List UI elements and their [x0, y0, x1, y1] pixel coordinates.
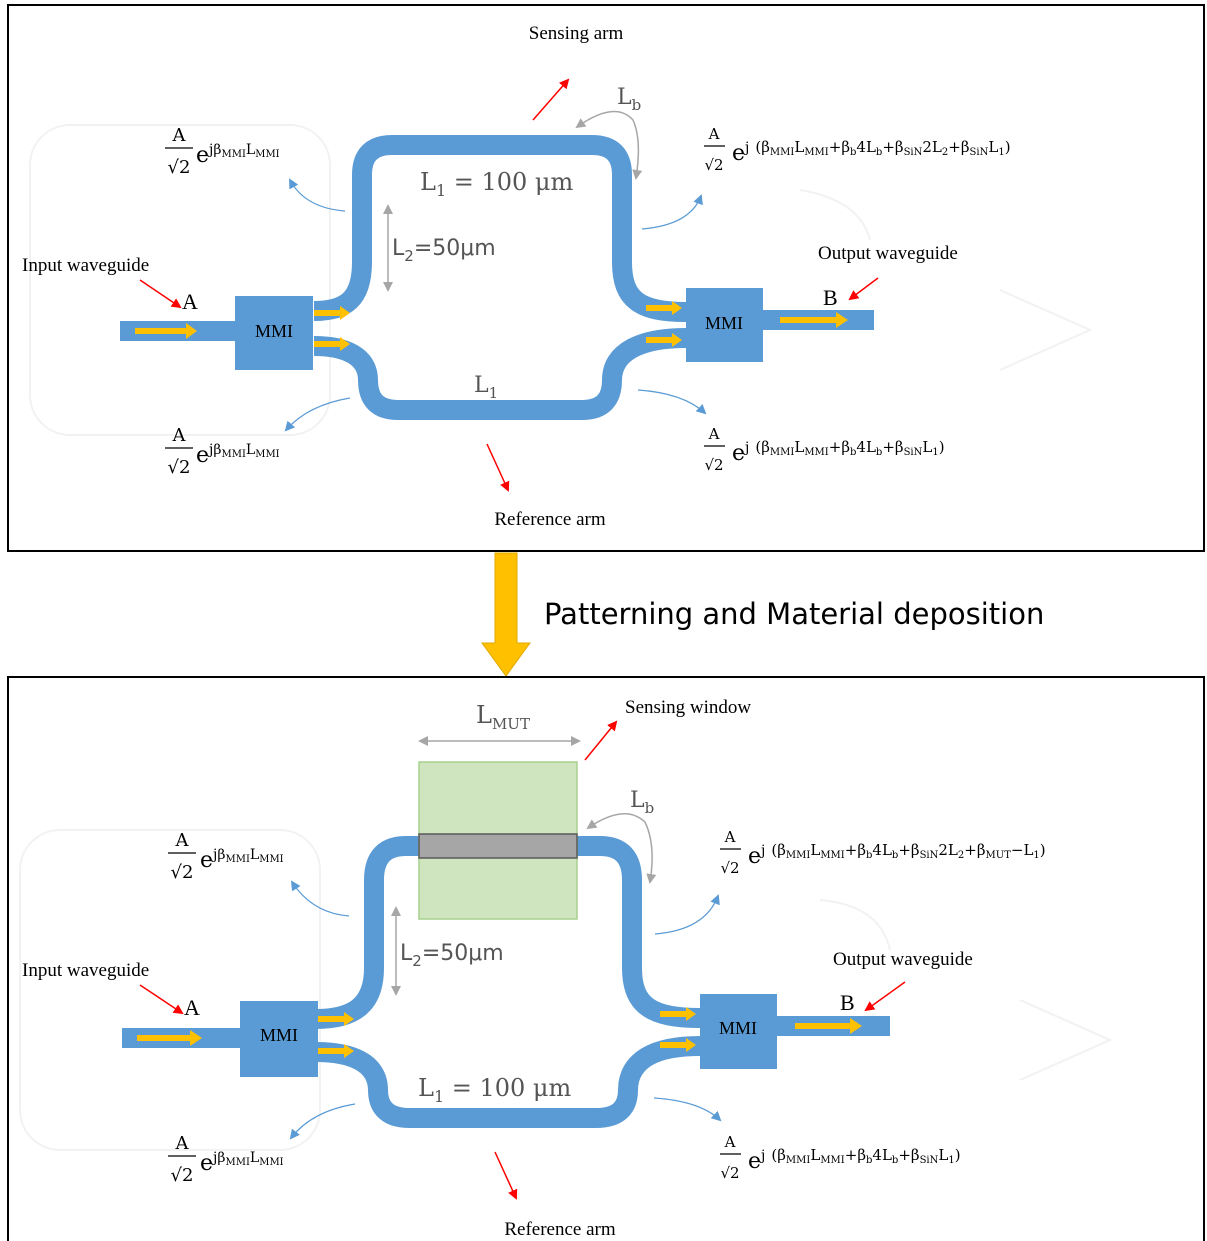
- top-panel-frame: [7, 4, 1205, 552]
- top-l1-reference-label: L1: [474, 373, 498, 402]
- mut-strip: [418, 833, 578, 859]
- svg-text:A: A: [708, 425, 720, 443]
- bottom-port-b: B: [840, 990, 855, 1015]
- bottom-reference-arm-path: [315, 1036, 701, 1128]
- process-label: Patterning and Material deposition: [544, 597, 1044, 631]
- svg-text:ej(βMMILMMI+βb4Lb+βSiNL1): ej(βMMILMMI+βb4Lb+βSiNL1): [732, 438, 945, 466]
- bottom-port-a: A: [184, 995, 200, 1020]
- svg-text:ejβMMILMMI: ejβMMILMMI: [196, 142, 280, 168]
- top-reference-arm-path: [313, 328, 687, 420]
- bottom-mmi-left: [240, 1001, 318, 1077]
- svg-text:A: A: [708, 125, 720, 143]
- bottom-dimension-arrows: [391, 736, 657, 996]
- svg-text:√2: √2: [704, 156, 723, 174]
- svg-text:ejβMMILMMI: ejβMMILMMI: [200, 1150, 284, 1176]
- svg-text:√2: √2: [720, 859, 739, 877]
- top-faint-background-shapes: [29, 124, 1093, 436]
- svg-text:√2: √2: [720, 1164, 739, 1182]
- bottom-faint-background-shapes: [19, 829, 1113, 1151]
- svg-text:√2: √2: [168, 457, 191, 478]
- bottom-formula-output-upper: A √2 ej(βMMILMMI+βb4Lb+βSiN2L2+βMUT−L1): [720, 828, 1046, 877]
- top-mmi-left-label: MMI: [255, 321, 293, 341]
- top-l2-length-label: L2=50μm: [392, 236, 496, 265]
- svg-text:A: A: [724, 1133, 736, 1151]
- svg-text:√2: √2: [171, 1165, 194, 1186]
- top-output-waveguide-label: Output waveguide: [818, 243, 958, 264]
- top-lb-label: Lb: [617, 85, 641, 114]
- svg-text:√2: √2: [168, 157, 191, 178]
- svg-text:√2: √2: [704, 456, 723, 474]
- top-port-b: B: [823, 285, 838, 310]
- top-red-arrows: [139, 78, 879, 492]
- svg-text:ejβMMILMMI: ejβMMILMMI: [200, 847, 284, 873]
- bottom-mmi-right: [700, 994, 777, 1069]
- bottom-lb-label: Lb: [630, 788, 654, 817]
- top-formula-input-lower: A √2 ejβMMILMMI: [165, 425, 280, 478]
- svg-text:ejβMMILMMI: ejβMMILMMI: [196, 442, 280, 468]
- svg-text:A: A: [175, 830, 190, 851]
- lmut-label: LMUT: [476, 701, 530, 733]
- svg-text:ej(βMMILMMI+βb4Lb+βSiN2L2+βMUT: ej(βMMILMMI+βb4Lb+βSiN2L2+βMUT−L1): [748, 841, 1046, 869]
- top-input-waveguide-label: Input waveguide: [22, 255, 149, 276]
- svg-text:ej(βMMILMMI+βb4Lb+βSiN2L2+βSiN: ej(βMMILMMI+βb4Lb+βSiN2L2+βSiNL1): [732, 138, 1011, 166]
- top-l1-length-label: L1 = 100 μm: [420, 168, 574, 200]
- bottom-l2-length-label: L2=50μm: [400, 941, 504, 970]
- bottom-formula-input-lower: A √2 ejβMMILMMI: [168, 1133, 284, 1186]
- bottom-blue-arrows: [289, 880, 722, 1140]
- bottom-l1-length-label: L1 = 100 μm: [418, 1074, 572, 1106]
- top-formula-output-lower: A √2 ej(βMMILMMI+βb4Lb+βSiNL1): [704, 425, 945, 474]
- bottom-input-waveguide-label: Input waveguide: [22, 960, 149, 981]
- top-blue-arrows: [284, 178, 707, 432]
- top-mmi-right: [686, 288, 763, 362]
- top-mmi-left: [235, 296, 313, 370]
- svg-text:A: A: [172, 425, 187, 446]
- bottom-red-arrows: [139, 720, 906, 1200]
- sensing-window-label: Sensing window: [625, 697, 751, 718]
- process-down-arrow: [481, 552, 531, 677]
- svg-text:ej(βMMILMMI+βb4Lb+βSiNL1): ej(βMMILMMI+βb4Lb+βSiNL1): [748, 1146, 961, 1174]
- bottom-formula-input-upper: A √2 ejβMMILMMI: [168, 830, 284, 883]
- svg-text:√2: √2: [171, 862, 194, 883]
- bottom-formula-output-lower: A √2 ej(βMMILMMI+βb4Lb+βSiNL1): [720, 1133, 961, 1182]
- top-sensing-arm-label: Sensing arm: [529, 23, 624, 44]
- top-formula-input-upper: A √2 ejβMMILMMI: [165, 125, 280, 178]
- bottom-reference-arm-label: Reference arm: [504, 1219, 616, 1240]
- svg-text:A: A: [724, 828, 736, 846]
- top-port-a: A: [182, 289, 198, 314]
- top-reference-arm-label: Reference arm: [494, 509, 606, 530]
- top-dimension-arrows: [383, 110, 643, 292]
- bottom-mmi-right-label: MMI: [719, 1018, 757, 1038]
- bottom-panel-frame: [7, 676, 1205, 1241]
- svg-text:A: A: [172, 125, 187, 146]
- top-formula-output-upper: A √2 ej(βMMILMMI+βb4Lb+βSiN2L2+βSiNL1): [704, 125, 1011, 174]
- top-light-arrows: [135, 301, 848, 351]
- bottom-output-waveguide-label: Output waveguide: [833, 949, 973, 970]
- bottom-mmi-left-label: MMI: [260, 1025, 298, 1045]
- bottom-light-arrows: [137, 1007, 862, 1058]
- svg-text:A: A: [175, 1133, 190, 1154]
- top-mmi-right-label: MMI: [705, 313, 743, 333]
